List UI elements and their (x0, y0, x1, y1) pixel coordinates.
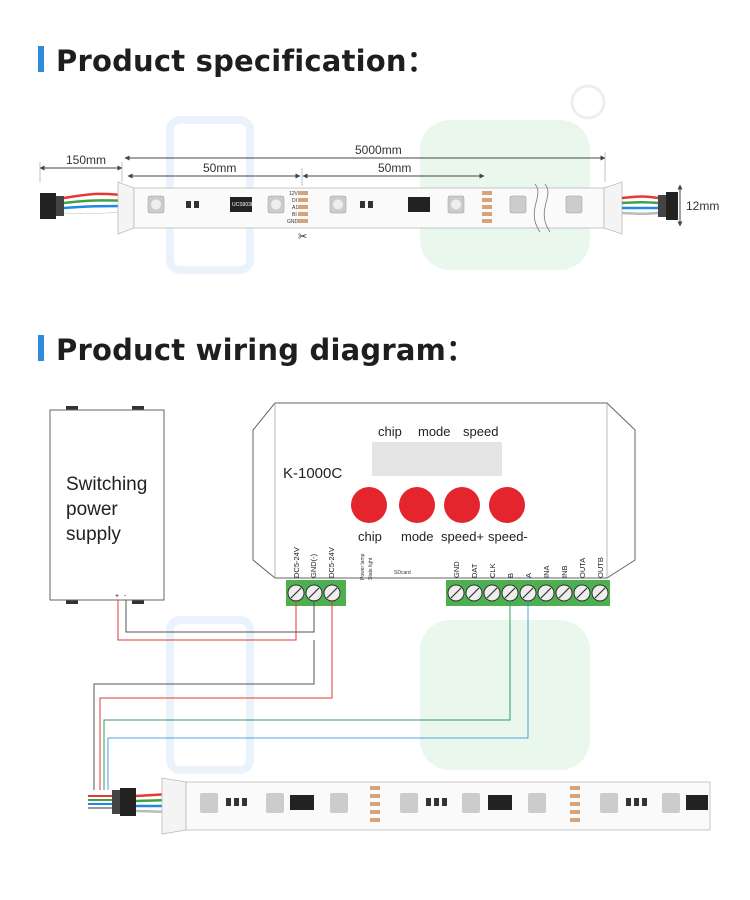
power-supply: Switching power supply + - (49, 406, 165, 604)
strip-segment-2 (329, 195, 465, 214)
lead-length-label: 150mm (66, 153, 106, 167)
heading-accent-bar (38, 46, 44, 72)
left-connector (40, 192, 131, 219)
wiring-heading: Product wiring diagram： (38, 327, 475, 369)
ic-chip (230, 197, 252, 212)
right-connector (621, 192, 678, 220)
svg-text:A: A (524, 573, 533, 578)
display-label-chip: chip (378, 424, 402, 439)
power-terminal-block (286, 580, 346, 606)
mode-button[interactable] (399, 487, 435, 523)
cut-pads-1: 12V DI A1 BI GND (287, 191, 308, 225)
led-strip-wired (161, 777, 711, 835)
mode-button-label: mode (401, 529, 434, 544)
chip-button[interactable] (351, 487, 387, 523)
spec-dimensions: 150mm 5000mm 50mm 50mm 12mm (39, 143, 719, 227)
psu-label-line3: supply (66, 524, 121, 545)
chip-button-label: chip (358, 529, 382, 544)
controller-k1000c: chip mode speed K-1000C chip mode speed+… (252, 402, 636, 580)
svg-text:Power lamp: Power lamp (360, 553, 366, 580)
psu-label-line1: Switching (66, 474, 147, 495)
svg-text:OUTB: OUTB (596, 557, 605, 578)
svg-text:State light: State light (368, 557, 374, 580)
speed-minus-label: speed- (488, 529, 528, 544)
svg-text:12V: 12V (289, 191, 299, 197)
psu-plus: + (115, 593, 119, 600)
svg-text:GND: GND (287, 219, 299, 225)
speed-plus-label: speed+ (441, 529, 484, 544)
cut-length-right: 50mm (378, 161, 411, 175)
speed-minus-button[interactable] (489, 487, 525, 523)
svg-text:OUTA: OUTA (578, 558, 587, 578)
cut-length-left: 50mm (203, 161, 236, 175)
scissors-icon: ✂ (298, 230, 307, 243)
sdcard-label: SDcard (394, 570, 411, 576)
strip-segment-1: UCS903L (147, 195, 285, 214)
svg-text:GND: GND (452, 561, 461, 578)
svg-text:DC5-24V: DC5-24V (327, 547, 336, 578)
controller-model: K-1000C (283, 465, 342, 482)
svg-text:DAT: DAT (470, 563, 479, 578)
psu-label-line2: power (66, 499, 118, 520)
display-label-mode: mode (418, 424, 451, 439)
total-length-label: 5000mm (355, 143, 402, 157)
svg-text:A1: A1 (292, 205, 298, 211)
svg-text:INA: INA (542, 565, 551, 578)
svg-text:CLK: CLK (488, 563, 497, 578)
bottom-connector (88, 788, 171, 816)
strip-width-label: 12mm (686, 199, 719, 213)
svg-text:B: B (506, 573, 515, 578)
cut-pads-2 (482, 191, 492, 223)
lcd-display (372, 442, 502, 476)
wiring-lines (93, 600, 529, 790)
strip-led-row (200, 786, 708, 822)
svg-text:BI: BI (292, 212, 297, 218)
svg-text:GND(-): GND(-) (309, 553, 318, 578)
svg-text:DI: DI (292, 198, 297, 204)
heading-accent-bar (38, 335, 44, 361)
speed-plus-button[interactable] (444, 487, 480, 523)
led-strip-spec: UCS903L 12V DI A1 BI GND ✂ (117, 181, 623, 243)
wiring-heading-text: Product wiring diagram： (56, 333, 476, 367)
svg-text:DC5-24V: DC5-24V (292, 547, 301, 578)
registered-mark-icon (570, 84, 606, 120)
display-label-speed: speed (463, 424, 498, 439)
svg-text:INB: INB (560, 565, 569, 578)
svg-text:UCS903L: UCS903L (232, 202, 254, 208)
spec-heading-text: Product specification： (56, 44, 436, 78)
psu-minus: - (124, 593, 127, 600)
spec-heading: Product specification： (38, 38, 436, 80)
